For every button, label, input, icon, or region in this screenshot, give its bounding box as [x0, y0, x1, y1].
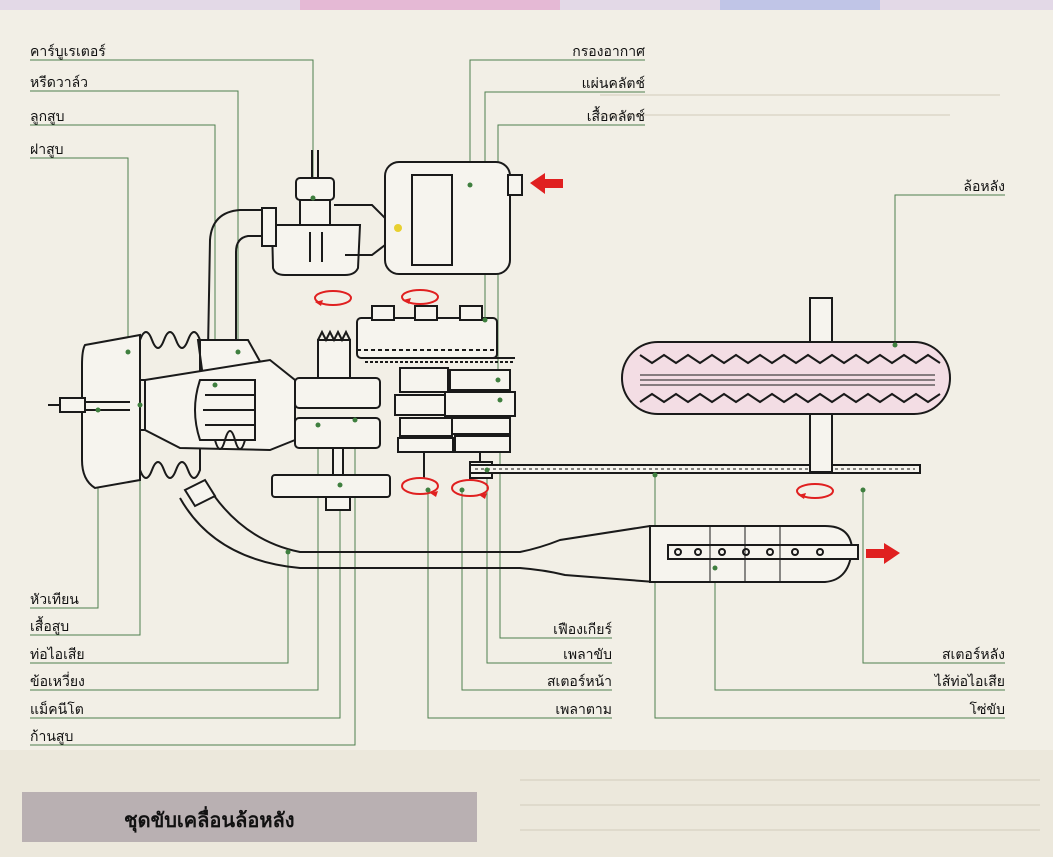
label-magneto: แม็คนีโต — [30, 702, 84, 718]
label-crankshaft: ข้อเหวี่ยง — [30, 674, 85, 690]
air-filter-part — [385, 162, 522, 274]
label-piston: ลูกสูบ — [30, 109, 65, 125]
gear-stack — [395, 368, 515, 478]
cylinder-body — [145, 360, 295, 450]
label-front-sprocket: สเตอร์หน้า — [547, 674, 612, 690]
carburetor-part — [262, 150, 385, 275]
label-chain: โซ่ขับ — [970, 702, 1005, 718]
label-rear-wheel: ล้อหลัง — [963, 179, 1005, 195]
clutch-part — [357, 306, 515, 362]
drive-chain — [470, 465, 920, 473]
intake-arrow-icon — [530, 173, 563, 194]
diagram-caption: ชุดขับเคลื่อนล้อหลัง — [124, 804, 295, 836]
magneto-part — [272, 475, 390, 497]
label-carburetor: คาร์บูเรเตอร์ — [30, 44, 106, 60]
label-driven-shaft: เพลาตาม — [555, 702, 612, 718]
exhaust-out-arrow-icon — [866, 543, 900, 564]
caption-box: ชุดขับเคลื่อนล้อหลัง — [22, 792, 477, 842]
label-muffler-core: ไส้ท่อไอเสีย — [935, 674, 1005, 690]
label-gear: เฟืองเกียร์ — [553, 622, 612, 638]
label-connecting-rod: ก้านสูบ — [30, 729, 73, 745]
label-cylinder-head: ฝาสูบ — [30, 142, 64, 158]
label-exhaust-pipe: ท่อไอเสีย — [30, 647, 85, 663]
label-clutch-housing: เสื้อคลัตช์ — [587, 109, 645, 125]
label-cylinder: เสื้อสูบ — [30, 619, 69, 635]
rear-wheel-part — [622, 298, 950, 472]
label-rear-sprocket: สเตอร์หลัง — [942, 647, 1005, 663]
label-clutch-plate: แผ่นคลัตช์ — [582, 76, 645, 92]
label-air-filter: กรองอากาศ — [572, 44, 645, 60]
label-spark-plug: หัวเทียน — [30, 592, 79, 608]
label-reed-valve: หรีดวาล์ว — [30, 75, 88, 91]
label-drive-shaft: เพลาขับ — [563, 647, 612, 663]
